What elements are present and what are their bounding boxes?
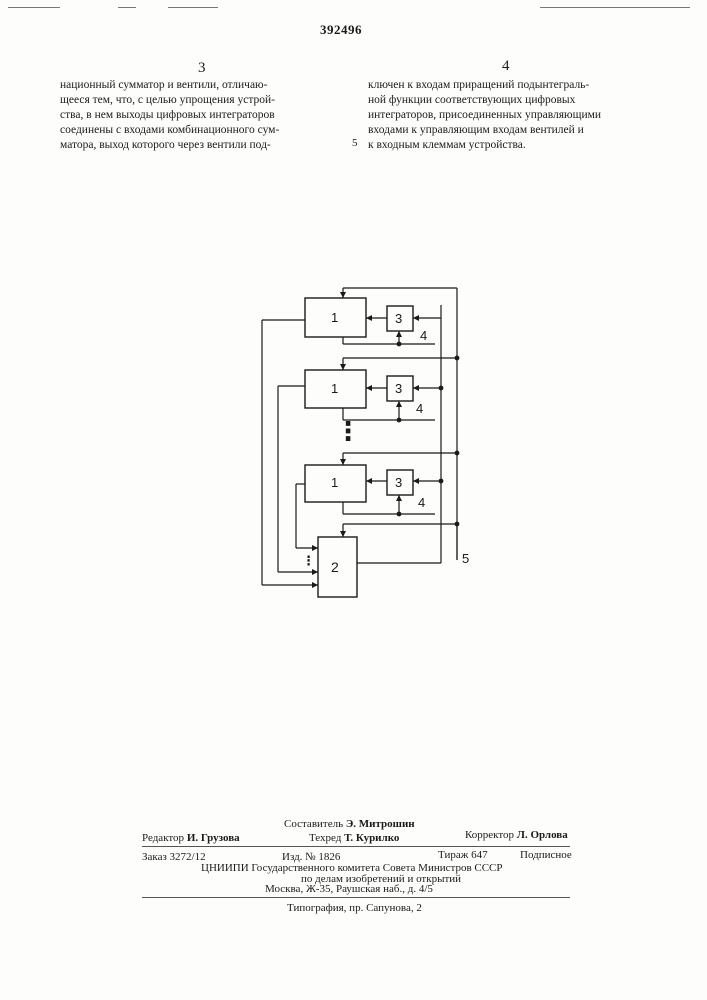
compiler-name: Э. Митрошин xyxy=(346,818,415,830)
compiler-line: Составитель Э. Митрошин xyxy=(284,817,415,831)
terminal-label: 5 xyxy=(462,551,469,566)
imprint-rule-bottom xyxy=(142,897,570,898)
techred-name: Т. Курилко xyxy=(344,832,399,844)
subscription: Подписное xyxy=(520,848,572,862)
integrator-label: 1 xyxy=(331,310,338,325)
control-label: 4 xyxy=(420,328,427,343)
gate-label: 3 xyxy=(395,311,402,326)
control-label: 4 xyxy=(418,495,425,510)
corrector-label: Корректор xyxy=(465,829,514,841)
compiler-label: Составитель xyxy=(284,818,343,830)
address: Москва, Ж-35, Раушская наб., д. 4/5 xyxy=(265,882,433,896)
circulation: Тираж 647 xyxy=(438,848,488,862)
gate-label: 3 xyxy=(395,475,402,490)
ellipsis-dots: ⋮ xyxy=(335,416,361,446)
control-label: 4 xyxy=(416,401,423,416)
imprint-rule-top xyxy=(142,846,570,847)
integrator-label: 1 xyxy=(331,381,338,396)
editor-name: И. Грузова xyxy=(187,832,240,844)
corrector-line: Корректор Л. Орлова xyxy=(465,828,568,842)
editor-line: Редактор И. Грузова xyxy=(142,831,240,845)
adder-label: 2 xyxy=(331,559,339,575)
order-number: Заказ 3272/12 xyxy=(142,850,206,864)
junction-dots xyxy=(397,342,460,527)
techred-line: Техред Т. Курилко xyxy=(309,831,399,845)
input-ellipsis-dots: ⋮ xyxy=(302,553,315,568)
integrator-label: 1 xyxy=(331,475,338,490)
techred-label: Техред xyxy=(309,832,341,844)
corrector-name: Л. Орлова xyxy=(517,829,568,841)
gate-label: 3 xyxy=(395,381,402,396)
printer: Типография, пр. Сапунова, 2 xyxy=(287,901,422,915)
editor-label: Редактор xyxy=(142,832,184,844)
